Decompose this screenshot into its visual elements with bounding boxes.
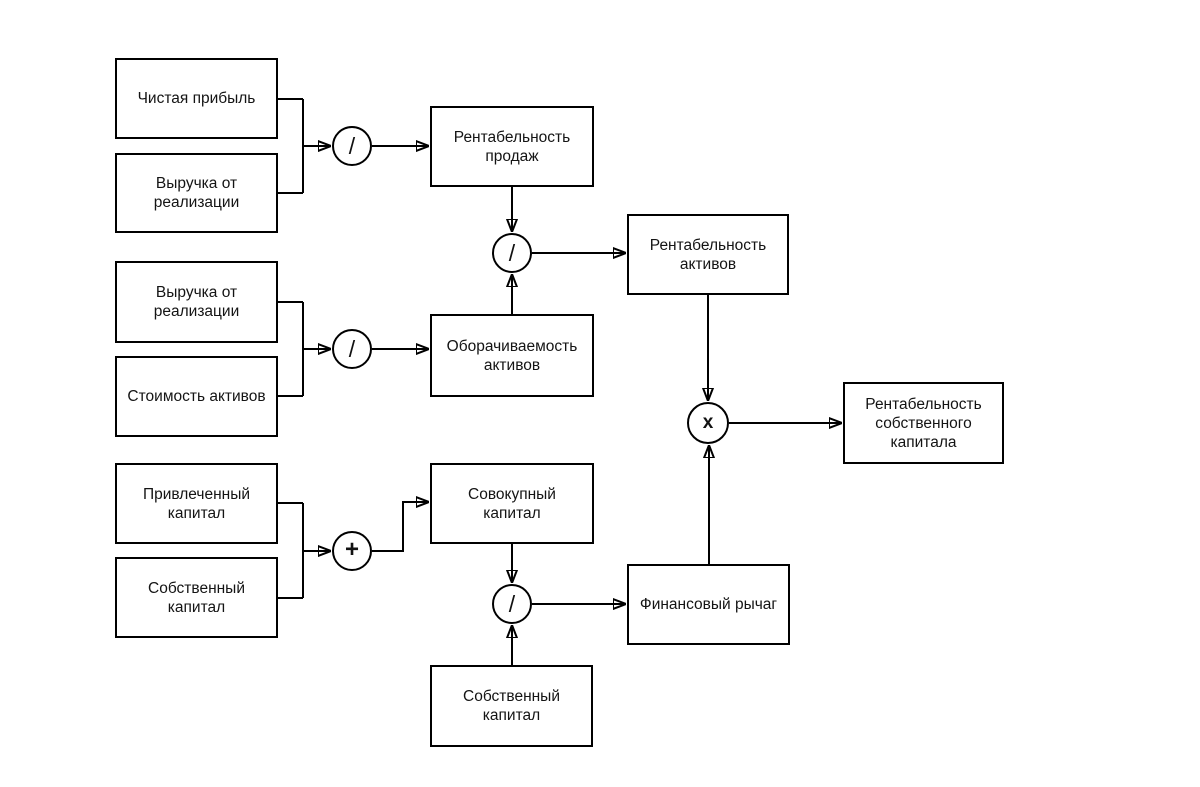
box-revenue-top: Выручка от реализации <box>115 153 278 233</box>
box-asset-turnover: Оборачиваемость активов <box>430 314 594 397</box>
box-financial-leverage: Финансовый рычаг <box>627 564 790 645</box>
bracket-attracted-equity <box>278 502 304 599</box>
box-equity-top: Собственный капитал <box>115 557 278 638</box>
box-revenue-mid: Выручка от реализации <box>115 261 278 343</box>
divide-operator-turnover: / <box>332 329 372 369</box>
divide-operator-leverage: / <box>492 584 532 624</box>
bracket-net-profit-revenue <box>278 98 304 194</box>
plus-operator-capital: + <box>332 531 372 571</box>
bracket-revenue-asset-value <box>278 301 304 397</box>
box-return-on-equity: Рентабельность собственного капитала <box>843 382 1004 464</box>
box-attracted-capital: Привлеченный капитал <box>115 463 278 544</box>
box-net-profit: Чистая прибыль <box>115 58 278 139</box>
box-equity-bottom: Собственный капитал <box>430 665 593 747</box>
arrow-plus-to-total-capital <box>372 502 428 552</box>
box-asset-value: Стоимость активов <box>115 356 278 437</box>
box-return-on-assets: Рентабельность активов <box>627 214 789 295</box>
box-return-on-sales: Рентабельность продаж <box>430 106 594 187</box>
divide-operator-sales: / <box>332 126 372 166</box>
divide-operator-assets: / <box>492 233 532 273</box>
multiply-operator-equity: x <box>687 402 729 444</box>
box-total-capital: Совокупный капитал <box>430 463 594 544</box>
